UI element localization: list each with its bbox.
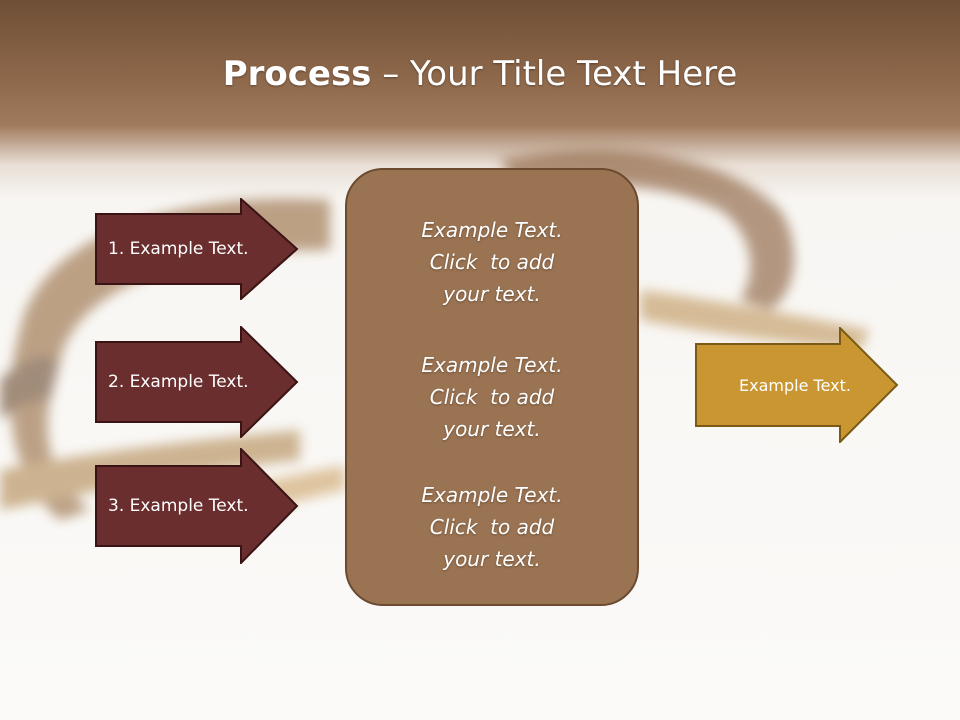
step-arrow-1-shape xyxy=(95,198,299,300)
center-process-box[interactable]: Example Text. Click to add your text. Ex… xyxy=(345,168,639,606)
center-text-block-3: Example Text. Click to add your text. xyxy=(347,479,637,575)
center-text-block-1: Example Text. Click to add your text. xyxy=(347,214,637,310)
title-bold: Process xyxy=(222,54,372,94)
output-label: Example Text. xyxy=(739,375,851,395)
center-block-2-line-3: your text. xyxy=(443,417,541,441)
center-text-block-2: Example Text. Click to add your text. xyxy=(347,349,637,445)
step-1-label: 1. Example Text. xyxy=(108,239,249,259)
center-block-1-line-2: Click to add xyxy=(429,250,555,274)
step-arrow-3[interactable]: 3. Example Text. xyxy=(95,448,299,564)
output-arrow[interactable]: Example Text. xyxy=(695,327,899,443)
center-block-3-line-2: Click to add xyxy=(429,515,555,539)
step-arrow-2-shape xyxy=(95,326,299,438)
center-block-2-line-2: Click to add xyxy=(429,385,555,409)
title-rest: – Your Title Text Here xyxy=(371,54,738,94)
center-block-3-line-3: your text. xyxy=(443,547,541,571)
step-3-label: 3. Example Text. xyxy=(108,496,249,516)
center-block-1-line-3: your text. xyxy=(443,282,541,306)
center-block-3-line-1: Example Text. xyxy=(421,483,563,507)
step-arrow-3-shape xyxy=(95,448,299,564)
center-block-2-line-1: Example Text. xyxy=(421,353,563,377)
step-2-label: 2. Example Text. xyxy=(108,372,249,392)
step-arrow-2[interactable]: 2. Example Text. xyxy=(95,326,299,438)
slide-title: Process – Your Title Text Here xyxy=(0,52,960,96)
step-arrow-1[interactable]: 1. Example Text. xyxy=(95,198,299,300)
center-block-1-line-1: Example Text. xyxy=(421,218,563,242)
output-arrow-shape xyxy=(695,327,899,443)
